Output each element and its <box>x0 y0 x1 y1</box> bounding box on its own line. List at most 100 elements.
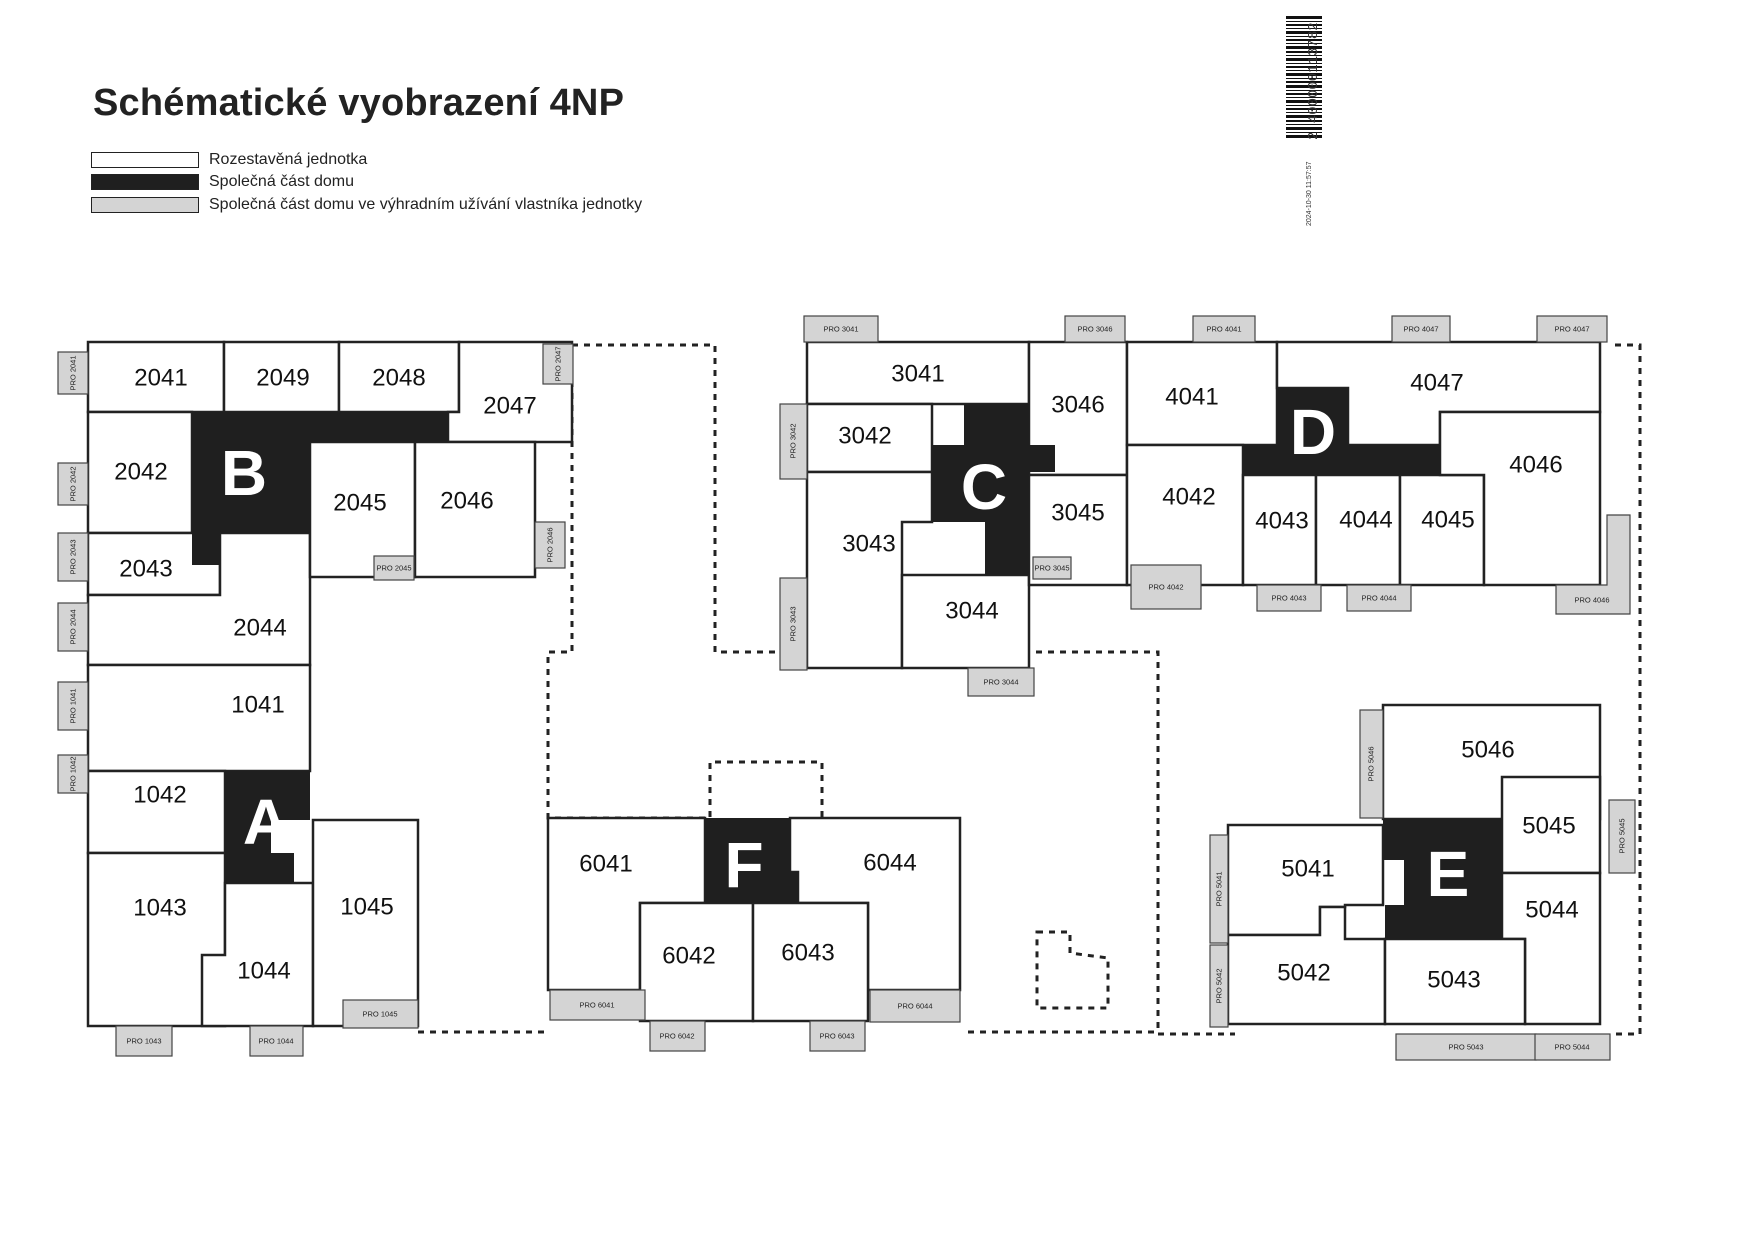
unit-label-5041: 5041 <box>1281 856 1334 883</box>
unit-4041[interactable] <box>1125 340 1279 447</box>
unit-1042[interactable] <box>86 769 227 855</box>
unit-label-2045: 2045 <box>333 490 386 517</box>
unit-2048[interactable] <box>337 340 461 414</box>
unit-label-3041: 3041 <box>891 361 944 388</box>
unit-5042[interactable] <box>1226 905 1387 1026</box>
pro-label-3043: PRO 3043 <box>789 606 798 641</box>
common-area-a <box>225 771 310 883</box>
pro-area-5043[interactable] <box>1395 1033 1537 1061</box>
unit-label-6044: 6044 <box>863 850 916 877</box>
unit-2046[interactable] <box>413 440 537 579</box>
pro-area-6041[interactable] <box>549 989 646 1021</box>
page-title: Schématické vyobrazení 4NP <box>93 82 625 124</box>
pro-area-4044[interactable] <box>1346 584 1412 612</box>
pro-area-6042[interactable] <box>649 1020 706 1052</box>
pro-label-4043: PRO 4043 <box>1271 594 1306 603</box>
legend-swatch-exclusive <box>91 197 199 213</box>
pro-area-4046[interactable] <box>1555 514 1631 615</box>
pro-area-5042[interactable] <box>1209 944 1229 1028</box>
block-c: 3041 3046 3042 3043 3044 3045 C <box>805 340 1129 670</box>
pro-label-3046: PRO 3046 <box>1077 325 1112 334</box>
pro-area-4042[interactable] <box>1130 564 1202 610</box>
unit-1043[interactable] <box>86 851 227 1028</box>
block-label-f: F <box>724 829 763 901</box>
unit-label-5045: 5045 <box>1522 813 1575 840</box>
pro-area-2042[interactable] <box>57 462 89 506</box>
boundary-line <box>1615 343 1642 1036</box>
pro-label-2043: PRO 2043 <box>69 539 78 574</box>
pro-label-2047: PRO 2047 <box>554 346 563 381</box>
unit-4042[interactable] <box>1125 443 1245 587</box>
exclusive-use-areas: PRO 2041 PRO 2042 PRO 2043 PRO 2044 PRO … <box>57 315 1636 1061</box>
unit-label-1044: 1044 <box>237 958 290 985</box>
pro-area-1045[interactable] <box>342 999 419 1029</box>
pro-area-3042[interactable] <box>779 403 808 480</box>
pro-area-1042[interactable] <box>57 754 89 794</box>
pro-area-2044[interactable] <box>57 602 89 652</box>
pro-area-3041[interactable] <box>803 315 879 343</box>
block-label-c: C <box>961 451 1007 523</box>
barcode <box>1286 16 1322 138</box>
pro-area-3046[interactable] <box>1064 315 1126 343</box>
unit-label-4045: 4045 <box>1421 507 1474 534</box>
pro-label-3044: PRO 3044 <box>983 678 1018 687</box>
pro-area-3044[interactable] <box>967 667 1035 697</box>
pro-label-1044: PRO 1044 <box>258 1037 293 1046</box>
unit-label-5043: 5043 <box>1427 967 1480 994</box>
pro-area-2045[interactable] <box>373 555 415 581</box>
unit-1045[interactable] <box>311 818 420 1028</box>
pro-area-3043[interactable] <box>779 577 808 671</box>
pro-area-6044[interactable] <box>869 989 961 1023</box>
pro-area-2041[interactable] <box>57 351 89 395</box>
pro-label-6041: PRO 6041 <box>579 1001 614 1010</box>
unit-label-3043: 3043 <box>842 531 895 558</box>
unit-label-2044: 2044 <box>233 615 286 642</box>
pro-label-2046: PRO 2046 <box>546 527 555 562</box>
boundary-line <box>572 343 780 654</box>
pro-label-4047: PRO 4047 <box>1403 325 1438 334</box>
pro-area-5044[interactable] <box>1534 1033 1611 1061</box>
pro-label-1045: PRO 1045 <box>362 1010 397 1019</box>
pro-area-2046[interactable] <box>534 521 566 569</box>
unit-label-2043: 2043 <box>119 556 172 583</box>
unit-label-4043: 4043 <box>1255 508 1308 535</box>
pro-label-5041: PRO 5041 <box>1215 871 1224 906</box>
unit-label-5044: 5044 <box>1525 897 1578 924</box>
pro-label-5042: PRO 5042 <box>1215 968 1224 1003</box>
pro-label-1041: PRO 1041 <box>69 688 78 723</box>
pro-label-4042: PRO 4042 <box>1148 583 1183 592</box>
pro-area-2047[interactable] <box>542 343 574 385</box>
unit-label-4047: 4047 <box>1410 370 1463 397</box>
pro-area-3045[interactable] <box>1032 556 1072 580</box>
pro-label-5045: PRO 5045 <box>1618 818 1627 853</box>
pro-label-2041: PRO 2041 <box>69 355 78 390</box>
pro-label-4044: PRO 4044 <box>1361 594 1396 603</box>
unit-1041[interactable] <box>86 663 312 773</box>
pro-area-4043[interactable] <box>1256 584 1322 612</box>
unit-6042[interactable] <box>638 901 755 1023</box>
pro-label-1043: PRO 1043 <box>126 1037 161 1046</box>
pro-label-6044: PRO 6044 <box>897 1002 932 1011</box>
unit-label-2042: 2042 <box>114 459 167 486</box>
pro-label-4041: PRO 4041 <box>1206 325 1241 334</box>
pro-area-5041[interactable] <box>1209 834 1229 944</box>
pro-label-5046: PRO 5046 <box>1367 746 1376 781</box>
block-label-b: B <box>221 437 267 509</box>
pro-area-6043[interactable] <box>809 1020 866 1052</box>
common-area-e <box>1383 819 1502 939</box>
pro-area-1043[interactable] <box>115 1025 173 1057</box>
pro-area-2043[interactable] <box>57 532 89 582</box>
boundary-line <box>1036 650 1235 1036</box>
pro-area-5046[interactable] <box>1359 709 1384 819</box>
pro-area-5045[interactable] <box>1608 799 1636 874</box>
pro-area-4041[interactable] <box>1192 315 1256 343</box>
block-f: 6041 6044 6042 6043 F <box>546 816 962 1023</box>
pro-area-1044[interactable] <box>249 1025 304 1057</box>
unit-4045[interactable] <box>1398 473 1486 587</box>
unit-label-3044: 3044 <box>945 598 998 625</box>
pro-area-4047[interactable] <box>1536 315 1608 343</box>
pro-area-1041[interactable] <box>57 681 89 731</box>
pro-label-3041: PRO 3041 <box>823 325 858 334</box>
pro-area-4047[interactable] <box>1391 315 1451 343</box>
unit-4044[interactable] <box>1314 473 1402 587</box>
